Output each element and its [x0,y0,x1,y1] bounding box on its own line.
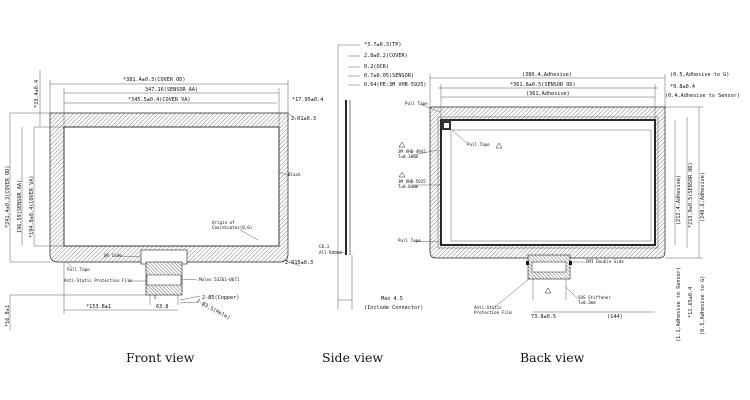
back-pull-tape-2: Pull Tape [467,142,490,147]
back-r1: (1.1,Adhesive to Sensor) [676,267,682,342]
back-adh-361: (361,Adhesive) [526,91,570,97]
back-emi: EMI Double Side [586,259,624,264]
back-off-9-8: *9.8±0.4 [670,84,695,90]
back-to-g: (0.5,Adhesive to G) [670,72,729,78]
caption-side-view: Side view [322,350,383,365]
back-anti-1: Anti-Static [474,305,502,310]
back-h-240: (240.6,Adhesive) [700,172,706,222]
side-max-1: Max 4.5 [381,296,403,302]
dim-5: 5 [154,295,157,300]
label-pull-tape: Pull Tape [67,267,90,272]
back-vhb2-a: 3M VHB-5925 [398,179,426,184]
front-view-area [63,126,280,247]
side-sensor: 0.7±0.05(SENSOR) [364,73,414,79]
dim-sensor-aa: 347.16(SENSOR AA) [145,87,198,93]
side-vhb: 0.64(PE:3M VHB-5925) [364,82,426,88]
dim-cover-od: *381.4±0.3(COVER OD) [123,77,185,83]
back-h-212: (212.4,Adhesive) [676,175,682,225]
back-vhb2-b: T=0.64mm [398,184,419,189]
dim-height-aa: 196.59(SENSOR AA) [17,180,23,233]
back-r2: *12.65±0.4 [688,287,694,318]
dim-63-8: 63.8 [156,304,169,310]
back-adh-380: (380.4,Adhesive) [522,72,572,78]
front-cover-frame [49,112,289,263]
label-origin-2: Coordinates(0,0) [212,225,252,230]
dim-height-od: *241.4±0.3(COVER OD) [5,166,11,228]
label-hole: 2-Ø3.5(Hole) [195,298,231,322]
caption-front-view: Front view [126,350,195,365]
back-sensor-od: *361.8±0.5(SENSOR OD) [510,82,576,88]
front-connector-body [146,274,182,286]
back-cover-frame [429,106,666,259]
back-r3: (0.5,Adhesive to G) [700,276,706,335]
back-anti-2: Protection Film [474,310,512,315]
warning-icon [398,141,406,148]
side-ocr: 0.2(OCR) [364,64,389,70]
side-all-round: All Round [319,250,342,255]
label-molex: Molex 53261-0671 [199,277,240,282]
dim-height-va: *194.8±0.4(COVER VA) [29,176,35,238]
warning-icon [398,171,406,178]
label-copper: 2-Ø5(Copper) [202,294,239,301]
back-stiff-1: SUS Stiffener [578,295,611,300]
warning-icon [544,287,552,294]
back-to-sensor: (0.4,Adhesive to Sensor) [665,93,740,99]
dim-cover-va: *345.5±0.4(COVER VA) [128,97,190,103]
back-vhb1-a: 3M VHB-4942 [398,149,426,154]
back-pull-tape-3: Pull Tape [398,238,421,243]
side-chamfer: C0.3 [319,244,330,249]
label-anti-static: Anti-Static Protection Film [64,278,133,283]
back-dim-73-8: 73.8±0.5 [531,314,556,320]
dim-16-8: *16.8±1 [5,305,11,327]
back-stiff-2: T=0.3mm [578,300,596,305]
dim-top-offset: *17.95±0.4 [292,97,323,103]
back-pull-tape-1: Pull Tape [405,101,428,106]
warning-icon [495,142,503,149]
dim-153-8: *153.8±1 [86,304,111,310]
label-qr-code: QR Code [104,253,122,258]
dim-corner-radius: 2-R1±0.3 [291,116,316,122]
label-origin-1: Origin of [212,220,235,225]
side-tp: *3.7±0.3(TP) [364,42,401,48]
front-view: *381.4±0.3(COVER OD) 347.16(SENSOR AA) *… [5,70,323,330]
back-view: (380.4,Adhesive) (0.5,Adhesive to G) *36… [398,72,740,342]
back-dim-144: (144) [607,314,623,320]
caption-back-view: Back view [520,350,585,365]
side-cover: 2.8±0.2(COVER) [364,53,408,59]
back-h-213: *213.9±0.5(SENSOR OD) [688,162,694,228]
back-vhb1-b: T=0.38mm [398,154,419,159]
side-view: *3.7±0.3(TP) 2.8±0.2(COVER) 0.2(OCR) 0.7… [319,42,426,311]
dim-left-offset: *23.4±0.4 [34,80,40,108]
back-sensor-edge [440,119,656,246]
label-black: Black [288,172,301,177]
dim-bottom-radius: 2-R15±0.3 [285,260,313,266]
side-max-2: (Include Connector) [364,305,423,311]
